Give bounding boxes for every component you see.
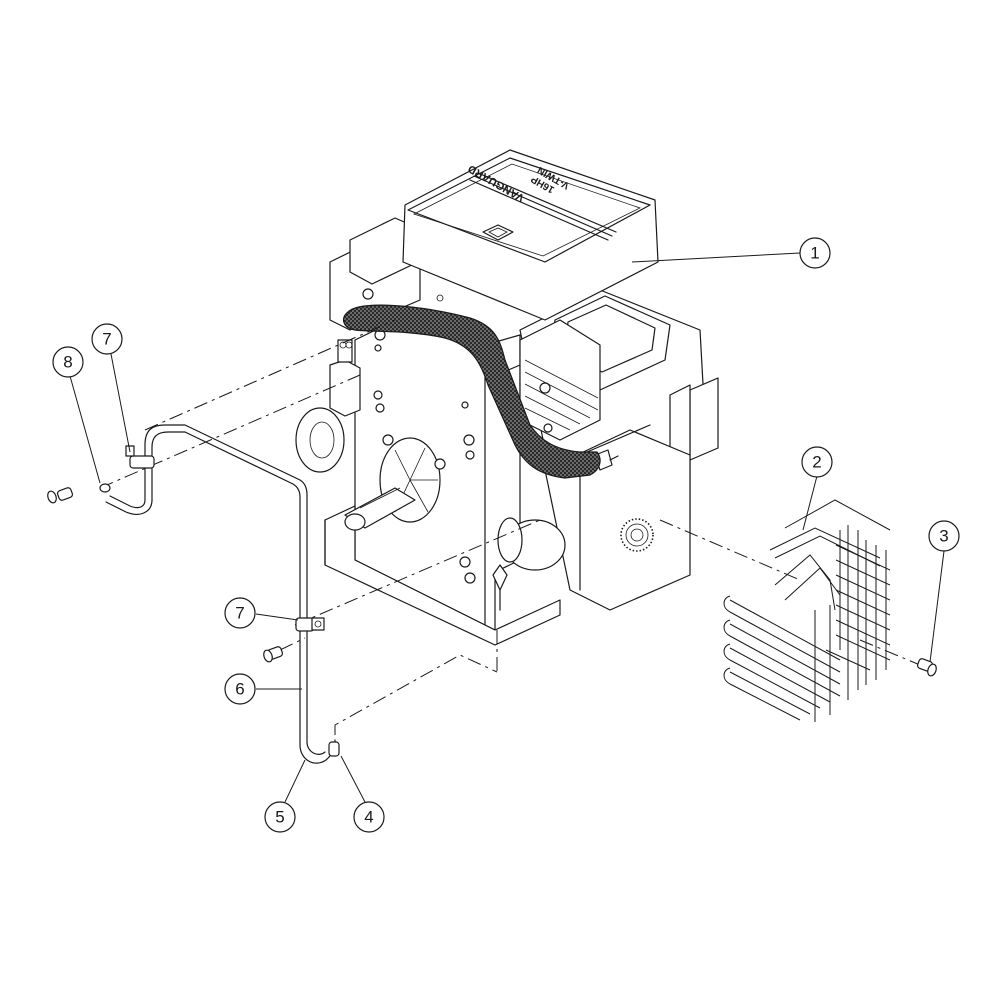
callout-leaders — [69, 252, 945, 803]
callout-7-lower: 7 — [224, 597, 256, 629]
svg-text:8: 8 — [63, 353, 72, 372]
svg-text:7: 7 — [235, 604, 244, 623]
svg-text:3: 3 — [939, 527, 948, 546]
clamp-lower — [295, 617, 325, 632]
svg-text:4: 4 — [364, 808, 373, 827]
brand-logo-icon — [482, 224, 514, 241]
callout-2: 2 — [801, 446, 833, 478]
screw-3 — [916, 658, 937, 677]
svg-text:6: 6 — [235, 680, 244, 699]
callout-4: 4 — [353, 801, 385, 833]
svg-text:5: 5 — [275, 808, 284, 827]
svg-text:2: 2 — [812, 453, 821, 472]
breather-hose — [342, 304, 601, 479]
svg-text:1: 1 — [810, 244, 819, 263]
blower-screen — [620, 518, 654, 552]
assembly-centerlines — [99, 319, 921, 735]
clamp-upper — [125, 445, 155, 469]
tube-assembly — [99, 424, 336, 764]
screw-7-lower — [263, 646, 284, 663]
fitting — [328, 741, 340, 757]
callout-3: 3 — [928, 520, 960, 552]
callout-6: 6 — [224, 673, 256, 705]
wire-guard — [723, 499, 891, 722]
callout-5: 5 — [264, 801, 296, 833]
svg-text:7: 7 — [102, 330, 111, 349]
callout-8: 8 — [52, 346, 84, 378]
callout-7-upper: 7 — [91, 323, 123, 355]
callout-1: 1 — [799, 237, 831, 269]
screw-8 — [47, 487, 74, 504]
